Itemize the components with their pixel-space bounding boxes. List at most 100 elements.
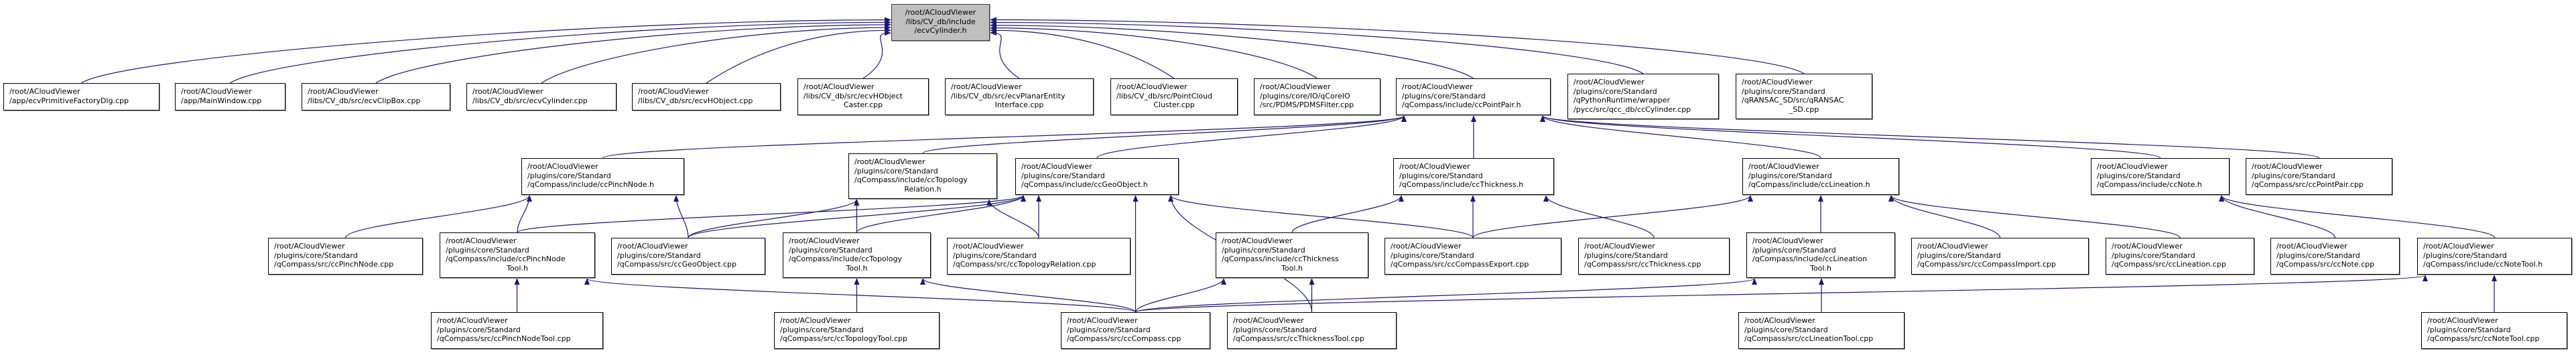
file-node[interactable]: /root/ACloudViewer/plugins/core/Standard… (2270, 238, 2400, 275)
node-label-line: /plugins/core/Standard (1744, 325, 1828, 334)
include-edge (856, 195, 1026, 233)
node-label-line: /qCompass/include/ccPinchNode (446, 255, 566, 264)
node-label-line: /root/ACloudViewer (2427, 316, 2498, 325)
node-label-line: /plugins/core/Standard (1752, 245, 1836, 255)
include-edge (81, 17, 891, 84)
node-label-line: /root/ACloudViewer (951, 82, 1022, 91)
file-node[interactable]: /root/ACloudViewer/plugins/core/Standard… (1015, 158, 1179, 195)
node-label-line: /qRANSAC_SD/src/qRANSAC (1742, 96, 1844, 105)
node-label-line: /qCompass/src/ccThickness.cpp (1584, 260, 1701, 269)
node-label-line: /plugins/core/Standard (1021, 171, 1105, 180)
include-edge (517, 195, 532, 233)
file-node[interactable]: /root/ACloudViewer/app/ecvPrimitiveFacto… (3, 83, 159, 111)
node-label-line: /qCompass/src/ccPinchNode.cpp (274, 260, 394, 269)
file-node[interactable]: /root/ACloudViewer/plugins/core/Standard… (1393, 158, 1554, 195)
file-node[interactable]: /root/ACloudViewer/plugins/core/Standard… (1567, 74, 1719, 119)
file-node[interactable]: /root/ACloudViewer/plugins/core/Standard… (2421, 312, 2567, 349)
file-node[interactable]: /root/ACloudViewer/plugins/core/Standard… (1736, 74, 1872, 119)
file-node[interactable]: /root/ACloudViewer/libs/CV_db/src/ecvHOb… (632, 83, 781, 111)
node-label-line: /plugins/core/Standard (617, 251, 701, 260)
node-label-line: Caster.cpp (843, 100, 883, 110)
file-node[interactable]: /root/ACloudViewer/plugins/core/Standard… (1742, 158, 1899, 195)
node-label-line: Interface.cpp (994, 100, 1044, 110)
node-label-line: /qCompass/include/ccThickness (1222, 255, 1339, 264)
node-label-line: /root/ACloudViewer (617, 242, 688, 251)
file-node[interactable]: /root/ACloudViewer/plugins/core/Standard… (783, 232, 931, 278)
node-label-line: /root/ACloudViewer (1742, 78, 1813, 86)
file-node[interactable]: /root/ACloudViewer/plugins/core/IO/qCore… (1254, 78, 1380, 115)
file-node[interactable]: /root/ACloudViewer/plugins/core/Standard… (1911, 238, 2089, 275)
node-label-line: /qCompass/include/ccLineation.h (1748, 180, 1870, 190)
include-edge (2219, 195, 2496, 238)
file-node[interactable]: /root/ACloudViewer/plugins/core/Standard… (521, 158, 684, 195)
file-node[interactable]: /root/ACloudViewer/plugins/core/Standard… (1746, 232, 1895, 278)
file-node[interactable]: /root/ACloudViewer/app/MainWindow.cpp (175, 83, 285, 111)
node-label-line: /root/ACloudViewer (472, 87, 543, 96)
node-label-line: /plugins/core/Standard (1584, 251, 1668, 260)
file-node[interactable]: /root/ACloudViewer/plugins/core/Standard… (1396, 78, 1551, 115)
node-label-line: /plugins/core/Standard (1222, 245, 1305, 255)
node-label-line: /plugins/core/Standard (854, 166, 938, 175)
file-node[interactable]: /root/ACloudViewer/plugins/core/Standard… (611, 238, 765, 275)
file-node[interactable]: /root/ACloudViewer/plugins/core/Standard… (774, 312, 940, 349)
file-node[interactable]: /root/ACloudViewer/libs/CV_db/src/ecvCli… (302, 83, 450, 111)
node-label-line: /libs/CV_db/src/ecvHObject.cpp (638, 96, 753, 105)
node-label-line: /qCompass/include/ccPointPair.h (1402, 100, 1521, 110)
node-label-line: /root/ACloudViewer (1067, 316, 1138, 325)
node-label-line: /root/ACloudViewer (1116, 82, 1187, 91)
file-node[interactable]: /root/ACloudViewer/plugins/core/Standard… (440, 232, 595, 278)
node-label-line: Tool.h (1281, 263, 1303, 273)
node-label-line: /qCompass/src/ccTopologyRelation.cpp (953, 260, 1096, 269)
root-file-node[interactable]: /root/ACloudViewer/libs/CV_db/include/ec… (891, 4, 990, 41)
file-node[interactable]: /root/ACloudViewer/plugins/core/Standard… (1227, 312, 1397, 349)
node-label-line: /qCompass/src/ccNote.cpp (2276, 260, 2375, 269)
include-edge (602, 115, 1407, 159)
file-node[interactable]: /root/ACloudViewer/plugins/core/Standard… (2246, 158, 2392, 195)
node-label-line: /plugins/core/Standard (437, 325, 521, 334)
node-label-line: Tool.h (507, 263, 528, 273)
file-node[interactable]: /root/ACloudViewer/libs/CV_db/src/ecvPla… (945, 78, 1094, 115)
node-label-line: /root/ACloudViewer (1021, 162, 1092, 171)
file-node[interactable]: /root/ACloudViewer/plugins/core/Standard… (2417, 238, 2572, 275)
include-edge (1540, 115, 2161, 159)
node-label-line: /plugins/core/Standard (1391, 251, 1474, 260)
node-label-line: /root/ACloudViewer (2097, 162, 2168, 171)
node-label-line: /root/ACloudViewer (2276, 242, 2347, 251)
file-node[interactable]: /root/ACloudViewer/plugins/core/Standard… (848, 153, 997, 199)
file-node[interactable]: /root/ACloudViewer/plugins/core/Standard… (1384, 238, 1561, 275)
file-node[interactable]: /root/ACloudViewer/plugins/core/Standard… (2106, 238, 2254, 275)
file-node[interactable]: /root/ACloudViewer/plugins/core/Standard… (431, 312, 603, 349)
node-label-line: /root/ACloudViewer (1399, 162, 1470, 171)
file-node[interactable]: /root/ACloudViewer/plugins/core/Standard… (2091, 158, 2230, 195)
node-label-line: /root/ACloudViewer (1391, 242, 1462, 251)
node-label-line: /qCompass/src/ccPinchNodeTool.cpp (437, 334, 571, 344)
include-edge (990, 25, 1317, 79)
node-label-line: /plugins/core/Standard (527, 171, 611, 180)
file-node[interactable]: /root/ACloudViewer/libs/CV_db/src/PointC… (1110, 78, 1238, 115)
include-edge (862, 30, 891, 79)
node-label-line: /plugins/core/Standard (1399, 171, 1483, 180)
node-label-line: /root/ACloudViewer (1744, 316, 1815, 325)
include-edge (1472, 195, 1753, 238)
file-node[interactable]: /root/ACloudViewer/plugins/core/Standard… (947, 238, 1131, 275)
include-edge (922, 115, 1407, 154)
file-node[interactable]: /root/ACloudViewer/plugins/core/Standard… (1738, 312, 1905, 349)
file-node[interactable]: /root/ACloudViewer/plugins/core/Standard… (1216, 232, 1368, 278)
node-label-line: /root/ACloudViewer (1752, 236, 1823, 245)
file-node[interactable]: /root/ACloudViewer/plugins/core/Standard… (1061, 312, 1210, 349)
file-node[interactable]: /root/ACloudViewer/plugins/core/Standard… (268, 238, 423, 275)
include-edge (375, 21, 891, 84)
node-label-line: /qCompass/src/ccThicknessTool.cpp (1233, 334, 1364, 344)
node-label-line: /root/ACloudViewer (1233, 316, 1304, 325)
file-node[interactable]: /root/ACloudViewer/libs/CV_db/src/ecvCyl… (466, 83, 617, 111)
node-label-line: /root/ACloudViewer (780, 316, 851, 325)
node-label-line: /plugins/core/Standard (274, 251, 358, 260)
include-edge (688, 195, 1026, 238)
file-node[interactable]: /root/ACloudViewer/plugins/core/Standard… (1578, 238, 1730, 275)
node-label-line: /root/ACloudViewer (1222, 236, 1293, 245)
node-label-line: /qCompass/include/ccTopology (789, 255, 902, 264)
file-node[interactable]: /root/ACloudViewer/libs/CV_db/src/ecvHOb… (797, 78, 929, 115)
node-label-line: /qCompass/include/ccPinchNode.h (527, 180, 654, 190)
node-label-line: /root/ACloudViewer (1584, 242, 1655, 251)
node-label-line: /root/ACloudViewer (1573, 78, 1645, 86)
